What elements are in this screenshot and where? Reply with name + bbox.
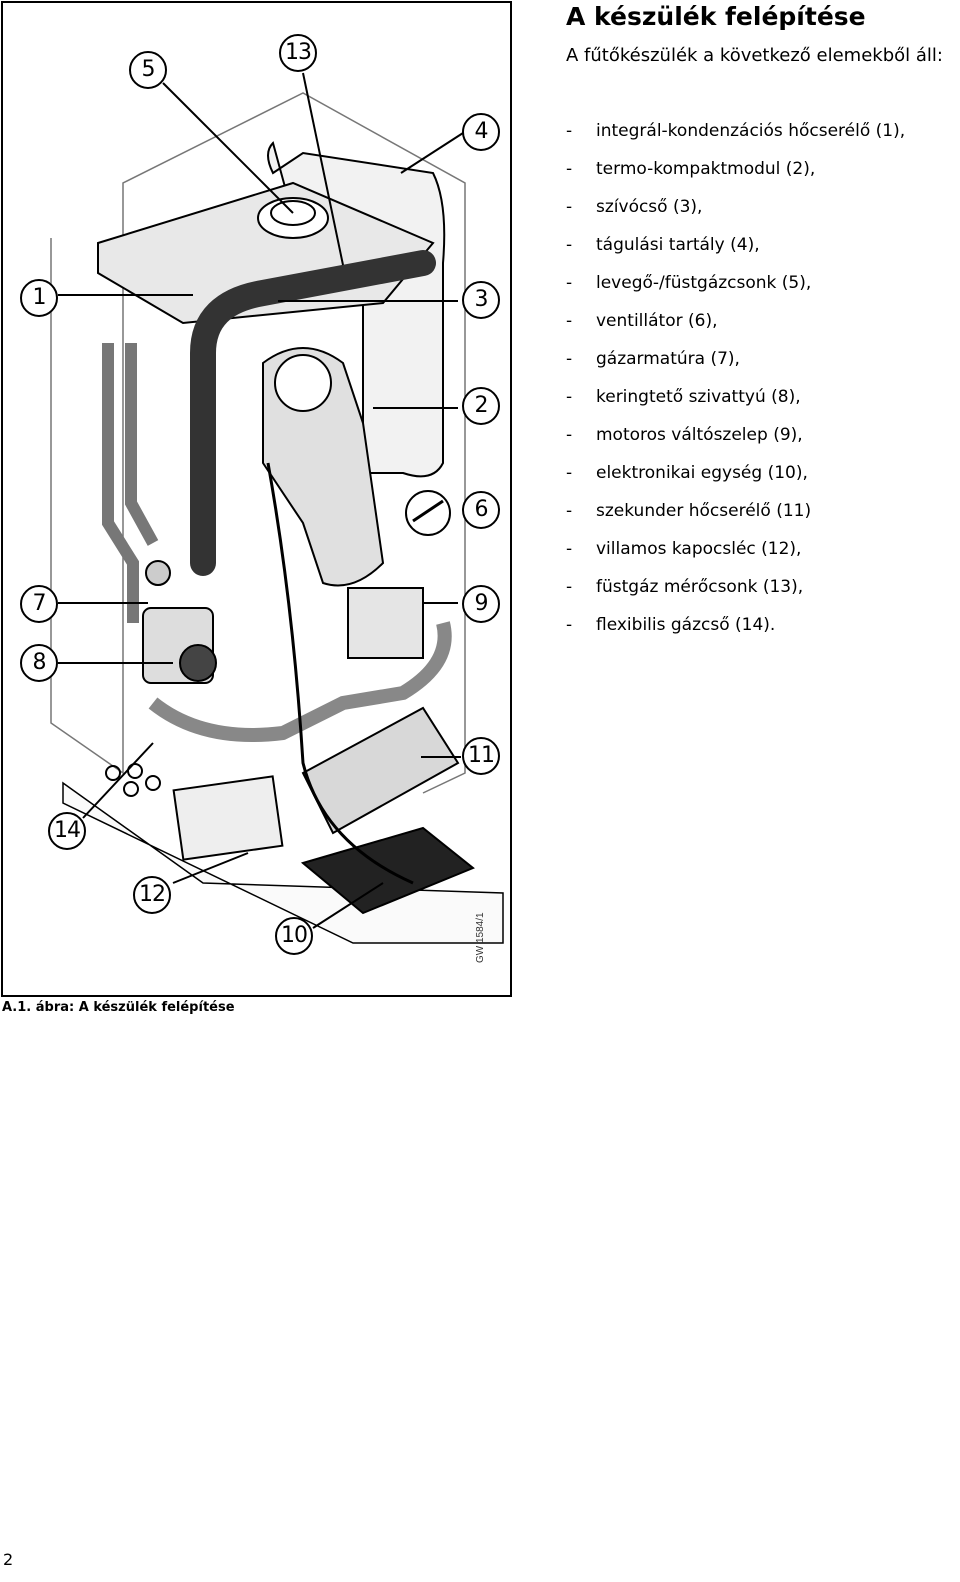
bottom-tray	[62, 781, 504, 944]
callout-13: 13	[279, 34, 317, 72]
list-dash: -	[566, 463, 573, 483]
list-item: - villamos kapocsléc (12),	[566, 536, 905, 574]
lower-pipes	[148, 621, 452, 742]
list-item: - termo-kompaktmodul (2),	[566, 156, 905, 194]
list-dash: -	[566, 235, 573, 255]
list-dash: -	[566, 615, 573, 635]
part-label: szívócső (3),	[596, 197, 703, 217]
callout-9: 9	[462, 585, 500, 623]
gas-valve	[145, 560, 171, 586]
list-dash: -	[566, 159, 573, 179]
callout-6: 6	[462, 491, 500, 529]
list-item: - motoros váltószelep (9),	[566, 422, 905, 460]
page-number: 2	[3, 1550, 14, 1569]
drawing-code: GW 1584/1	[475, 912, 486, 963]
figure-caption: A.1. ábra: A készülék felépítése	[2, 1000, 235, 1015]
list-dash: -	[566, 197, 573, 217]
suction-pipe	[190, 250, 436, 576]
list-dash: -	[566, 387, 573, 407]
list-item: - füstgáz mérőcsonk (13),	[566, 574, 905, 612]
list-item: - gázarmatúra (7),	[566, 346, 905, 384]
callout-2: 2	[462, 387, 500, 425]
callout-8: 8	[20, 644, 58, 682]
secondary-heat-exchanger	[301, 706, 460, 835]
part-label: szekunder hőcserélő (11)	[596, 501, 812, 521]
list-dash: -	[566, 349, 573, 369]
part-label: villamos kapocsléc (12),	[596, 539, 802, 559]
part-label: keringtető szivattyú (8),	[596, 387, 801, 407]
flexible-gas-hose	[266, 462, 414, 885]
list-item: - szekunder hőcserélő (11)	[566, 498, 905, 536]
list-item: - szívócső (3),	[566, 194, 905, 232]
list-item: - flexibilis gázcső (14).	[566, 612, 905, 650]
boiler-drawing	[50, 72, 504, 944]
list-dash: -	[566, 425, 573, 445]
part-label: ventillátor (6),	[596, 311, 718, 331]
list-dash: -	[566, 501, 573, 521]
list-item: - tágulási tartály (4),	[566, 232, 905, 270]
list-item: - elektronikai egység (10),	[566, 460, 905, 498]
list-item: - integrál-kondenzációs hőcserélő (1),	[566, 118, 905, 156]
callout-10: 10	[275, 917, 313, 955]
callout-5: 5	[129, 51, 167, 89]
parts-list: - integrál-kondenzációs hőcserélő (1), - t…	[566, 118, 905, 650]
diverter-valve	[347, 587, 424, 659]
callout-12: 12	[133, 876, 171, 914]
callout-3: 3	[462, 281, 500, 319]
part-label: füstgáz mérőcsonk (13),	[596, 577, 804, 597]
list-dash: -	[566, 121, 573, 141]
callout-11: 11	[462, 737, 500, 775]
callout-1: 1	[20, 279, 58, 317]
part-label: elektronikai egység (10),	[596, 463, 808, 483]
callout-7: 7	[20, 585, 58, 623]
list-item: - levegő-/füstgázcsonk (5),	[566, 270, 905, 308]
figure-frame: 5 13 4 1 3 2 6 7 9 8 11 14 12 10 GW 1584…	[1, 1, 512, 997]
casing-outline	[50, 92, 466, 794]
part-label: tágulási tartály (4),	[596, 235, 760, 255]
list-dash: -	[566, 311, 573, 331]
list-item: - ventillátor (6),	[566, 308, 905, 346]
part-label: termo-kompaktmodul (2),	[596, 159, 816, 179]
list-item: - keringtető szivattyú (8),	[566, 384, 905, 422]
section-heading: A készülék felépítése	[566, 2, 866, 31]
intro-text: A fűtőkészülék a következő elemekből áll…	[566, 45, 943, 66]
list-dash: -	[566, 577, 573, 597]
callout-4: 4	[462, 113, 500, 151]
list-dash: -	[566, 273, 573, 293]
part-label: flexibilis gázcső (14).	[596, 615, 776, 635]
list-dash: -	[566, 539, 573, 559]
part-label: gázarmatúra (7),	[596, 349, 740, 369]
terminal-strip	[172, 775, 284, 861]
part-label: motoros váltószelep (9),	[596, 425, 803, 445]
left-pipes	[102, 343, 159, 623]
part-label: levegő-/füstgázcsonk (5),	[596, 273, 812, 293]
callout-14: 14	[48, 812, 86, 850]
part-label: integrál-kondenzációs hőcserélő (1),	[596, 121, 906, 141]
